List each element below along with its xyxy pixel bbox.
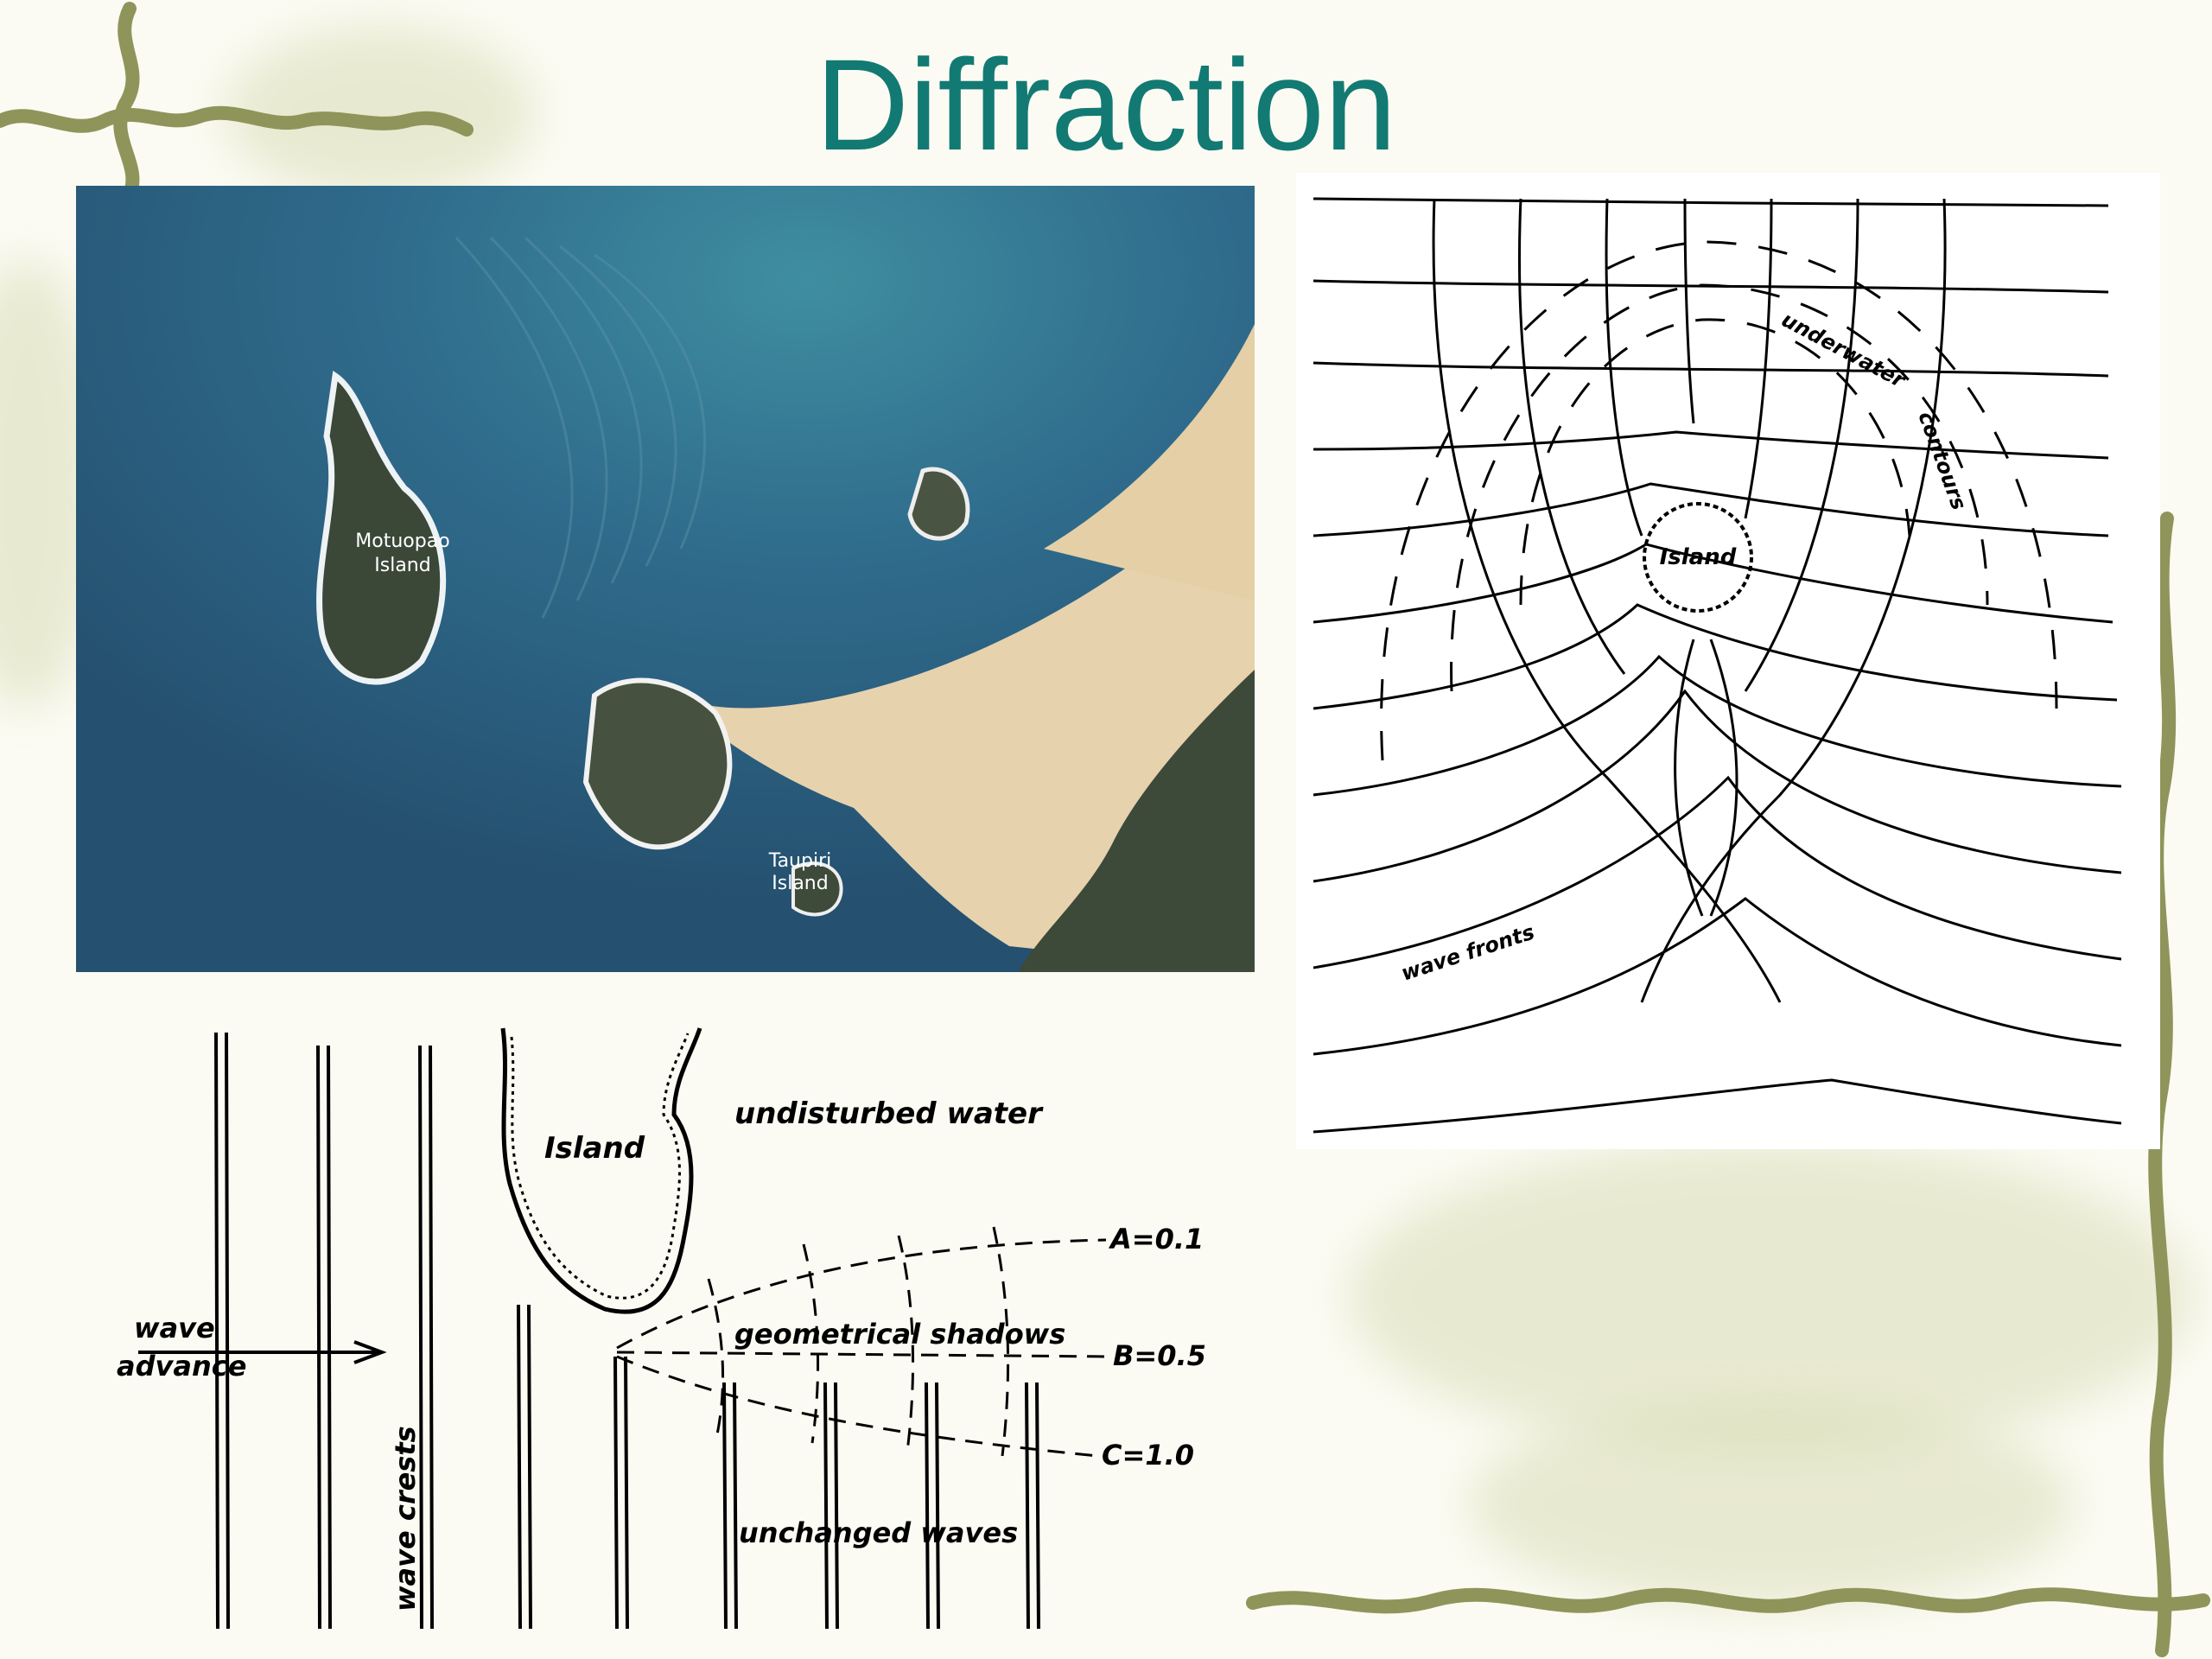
motuopao-label: Motuopao [355, 531, 449, 552]
wave-crest-line [1025, 1382, 1040, 1630]
wave-front-line [1313, 543, 2113, 624]
underwater-contour [1380, 240, 2058, 761]
background-blob [225, 26, 536, 199]
ray-line [1683, 198, 1695, 424]
island-wave-diagram: Island underwater contours wave fronts [1296, 173, 2160, 1149]
ray-line [1640, 198, 1947, 1003]
wave-front-line [1313, 603, 2118, 710]
undisturbed-label: undisturbed water [734, 1096, 1044, 1131]
shadow-line-a [616, 1238, 1107, 1350]
wave-crest-line [613, 1356, 629, 1630]
wave-advance-label: wave [134, 1312, 215, 1344]
breakwater-hatching [510, 1033, 690, 1300]
vine-decoration-right-bottom [1246, 512, 2210, 1657]
shadow-line-b [616, 1351, 1107, 1358]
wave-front-line [1313, 197, 2109, 207]
mainland-sand-strip [1044, 324, 1255, 601]
aerial-photo: Motuopao Island Taupiri Island [76, 186, 1255, 972]
cape-rock [907, 467, 970, 541]
mainland-sand [672, 471, 1255, 972]
wave-front-line [1313, 361, 2109, 378]
wave-advance-label: advance [117, 1350, 246, 1382]
wave-advance-arrow [138, 1340, 387, 1364]
ray-line [1709, 639, 1738, 917]
shadow-c-label: C=1.0 [1102, 1439, 1194, 1471]
wave-crest-line [722, 1382, 738, 1630]
island-shape [1643, 502, 1753, 613]
ray-line [1432, 198, 1782, 1003]
wave-crest-line [517, 1304, 532, 1630]
shadow-a-label: A=0.1 [1108, 1223, 1204, 1255]
wave-front-line [1313, 482, 2109, 537]
diffracted-crest [707, 1278, 725, 1435]
taupiri-label: Island [772, 873, 828, 894]
wave-front-line [1313, 1078, 2122, 1134]
wave-crest-line [214, 1032, 230, 1630]
wave-crest-line [316, 1045, 332, 1630]
ray-line [1744, 198, 1773, 519]
unchanged-waves-label: unchanged waves [739, 1516, 1018, 1549]
ray-line [1518, 198, 1626, 675]
wave-crest-line [418, 1045, 434, 1630]
wave-crest-line [925, 1382, 940, 1630]
mainland-vegetation [1018, 670, 1255, 972]
wave-front-line [1313, 689, 2122, 883]
wave-front-line [1313, 775, 2122, 969]
shadow-b-label: B=0.5 [1113, 1339, 1206, 1372]
wave-crest-line [823, 1382, 839, 1630]
taupiri-label: Taupiri [768, 850, 831, 872]
motuopao-island [316, 370, 447, 685]
breakwater-diffraction-diagram: Island undisturbed water wave advance wa… [104, 1011, 1227, 1650]
diffracted-crest [802, 1243, 820, 1444]
ray-line [1744, 198, 1859, 692]
wave-front-line [1313, 897, 2122, 1056]
headland-rock [582, 677, 733, 850]
ray-line [1605, 198, 1643, 537]
wave-front-line [1313, 654, 2122, 797]
underwater-contour [1519, 318, 1911, 606]
slide-title: Diffraction [815, 32, 1397, 177]
shadow-line-c [616, 1355, 1098, 1458]
breakwater-island [500, 1027, 702, 1314]
wave-front-line [1313, 430, 2109, 460]
vine-decoration-top-left [0, 2, 474, 199]
island-label: Island [1660, 544, 1737, 570]
ray-line [1674, 639, 1704, 917]
background-blob [1469, 1400, 2074, 1607]
motuopao-label: Island [374, 555, 430, 576]
underwater-contour [1450, 283, 1989, 692]
island-label: Island [544, 1131, 645, 1166]
taupiri-island [791, 861, 843, 917]
geometrical-shadows-label: geometrical shadows [734, 1318, 1065, 1351]
wave-crests-label: wave crests [389, 1426, 422, 1611]
diffracted-crest [992, 1226, 1010, 1457]
contours-label: contours [1913, 408, 1971, 512]
